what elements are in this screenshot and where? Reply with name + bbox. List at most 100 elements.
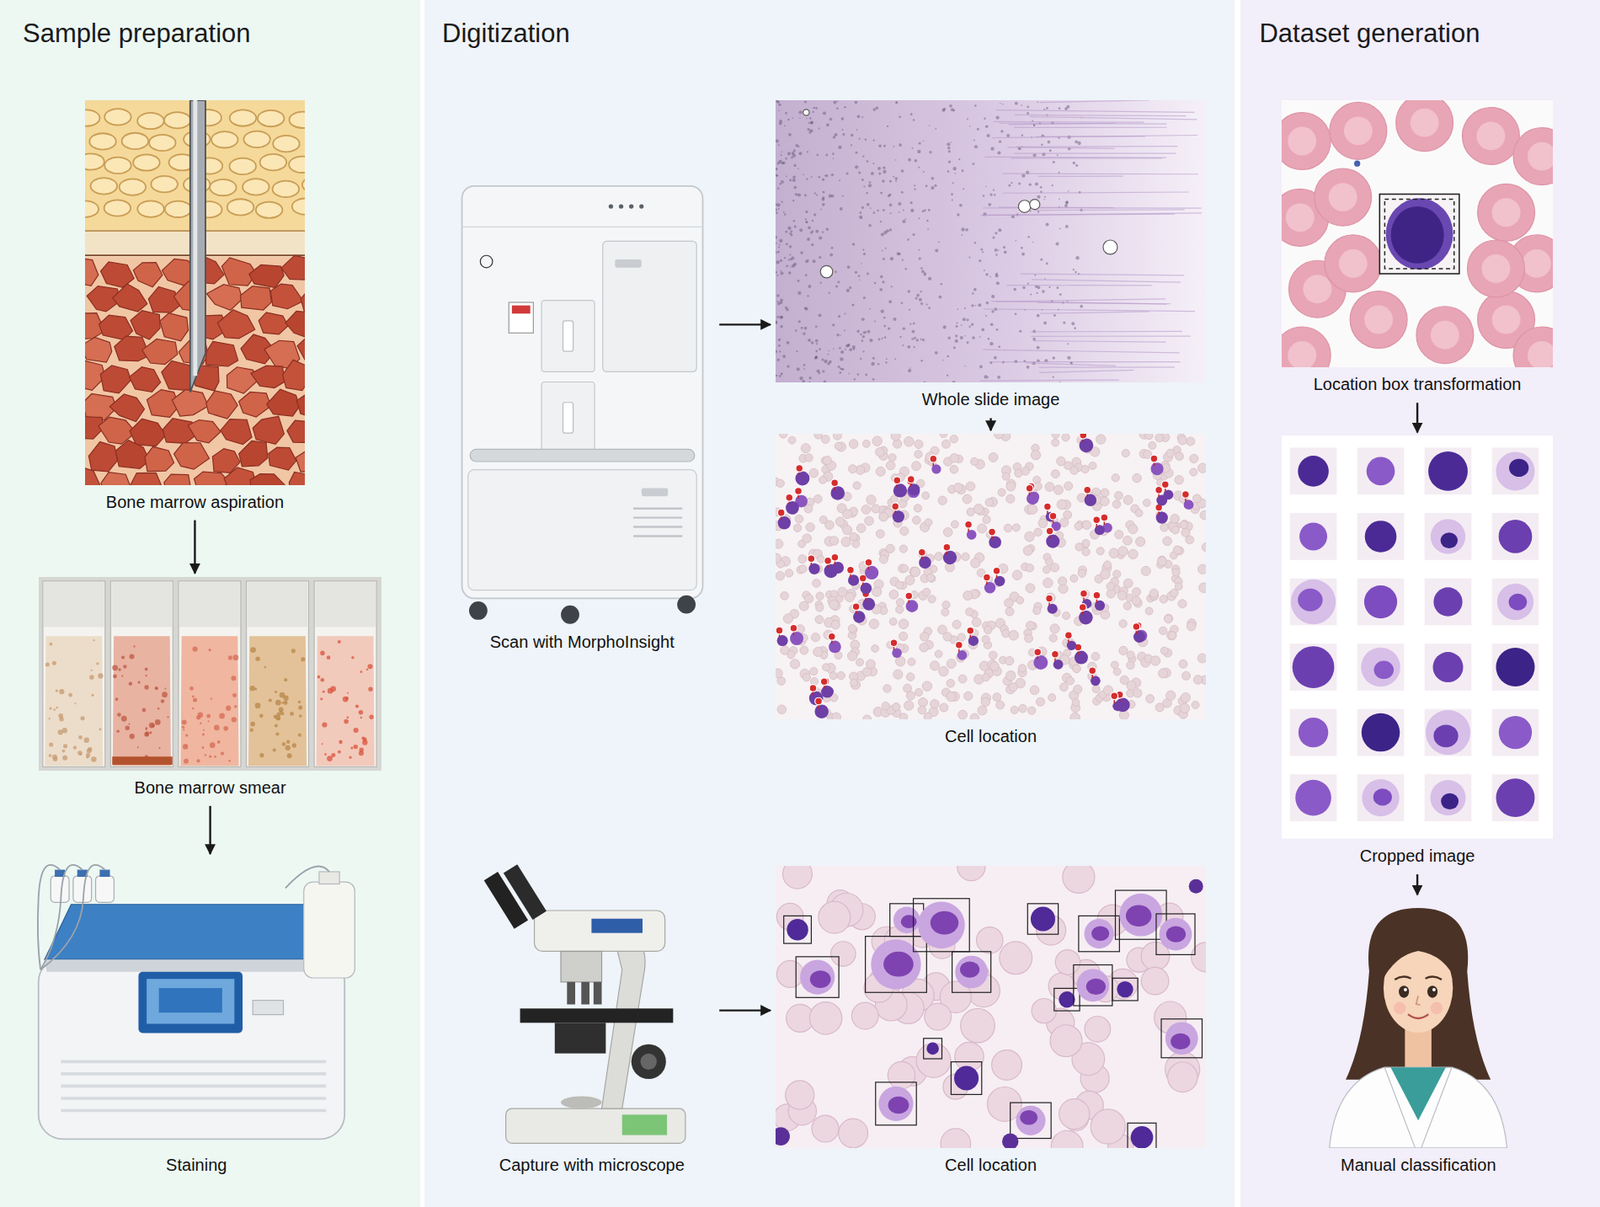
illustration-shape <box>877 362 880 365</box>
illustration-shape <box>272 180 299 197</box>
illustration-shape <box>298 714 303 718</box>
illustration-shape <box>960 234 963 236</box>
illustration-shape <box>805 522 815 532</box>
illustration-shape <box>869 338 873 342</box>
illustration-shape <box>862 439 870 448</box>
illustration-shape <box>197 758 201 763</box>
illustration-shape <box>1075 256 1079 260</box>
illustration-shape <box>1075 164 1078 167</box>
illustration-shape <box>862 350 864 352</box>
illustration-shape <box>883 144 886 148</box>
illustration-shape <box>780 154 783 156</box>
illustration-shape <box>997 375 1001 379</box>
illustration-shape <box>206 283 243 310</box>
illustration-shape <box>189 100 205 393</box>
illustration-shape <box>778 238 783 242</box>
illustration-shape <box>859 333 863 336</box>
illustration-shape <box>159 987 223 1013</box>
illustration-shape <box>1006 494 1015 503</box>
illustration-shape <box>49 641 54 646</box>
illustration-shape <box>1018 181 1021 185</box>
illustration-shape <box>1070 712 1081 720</box>
illustration-shape <box>38 957 346 1140</box>
illustration-shape <box>955 325 959 328</box>
illustration-shape <box>872 211 875 214</box>
illustration-shape <box>809 117 812 120</box>
illustration-shape <box>928 208 931 212</box>
illustration-shape <box>74 702 76 704</box>
illustration-shape <box>301 176 305 192</box>
illustration-shape <box>73 745 77 749</box>
illustration-shape <box>1189 468 1198 476</box>
illustration-shape <box>462 186 704 599</box>
illustration-shape <box>985 301 989 305</box>
illustration-shape <box>204 753 207 756</box>
illustration-shape <box>816 603 824 612</box>
illustration-shape <box>358 750 364 756</box>
illustration-shape <box>898 115 902 118</box>
illustration-shape <box>861 116 864 118</box>
illustration-shape <box>983 309 1195 312</box>
illustration-shape <box>805 220 808 224</box>
illustration-shape <box>856 329 859 332</box>
illustration-shape <box>1058 197 1061 200</box>
illustration-shape <box>148 286 180 313</box>
illustration-shape <box>1166 448 1175 458</box>
illustration-shape <box>229 109 256 126</box>
figure-illustration <box>449 181 715 625</box>
illustration-shape <box>639 203 644 208</box>
illustration-shape <box>96 661 99 665</box>
illustration-shape <box>192 694 195 698</box>
illustration-shape <box>874 281 877 284</box>
illustration-shape <box>1113 570 1121 578</box>
illustration-shape <box>1030 450 1040 460</box>
illustration-shape <box>879 288 883 292</box>
illustration-shape <box>970 457 978 465</box>
illustration-shape <box>778 315 783 320</box>
illustration-shape <box>259 713 264 718</box>
illustration-shape <box>892 317 896 321</box>
illustration-shape <box>946 354 950 358</box>
illustration-shape <box>314 580 377 767</box>
illustration-shape <box>965 228 969 232</box>
illustration-shape <box>298 699 301 703</box>
illustration-shape <box>1119 619 1127 628</box>
illustration-shape <box>802 331 806 335</box>
illustration-shape <box>1123 602 1131 610</box>
illustration-shape <box>851 303 854 306</box>
illustration-shape <box>880 232 885 236</box>
figure-caption: Bone marrow aspiration <box>106 491 284 512</box>
illustration-shape <box>864 373 868 376</box>
illustration-shape <box>1036 345 1040 349</box>
illustration-shape <box>1057 171 1060 174</box>
illustration-shape <box>259 752 264 758</box>
illustration-shape <box>989 276 992 278</box>
illustration-shape <box>777 186 779 189</box>
illustration-shape <box>835 284 838 288</box>
illustration-shape <box>1020 273 1184 276</box>
illustration-shape <box>992 134 1198 138</box>
illustration-shape <box>917 249 920 251</box>
illustration-shape <box>319 871 340 885</box>
illustration-shape <box>1142 499 1151 507</box>
illustration-shape <box>1197 653 1206 663</box>
illustration-shape <box>1023 545 1033 555</box>
illustration-shape <box>1145 433 1153 440</box>
illustration-shape <box>1040 311 1150 314</box>
illustration-shape <box>819 281 822 283</box>
illustration-shape <box>791 263 795 267</box>
illustration-shape <box>1030 330 1182 333</box>
illustration-shape <box>794 487 803 496</box>
illustration-shape <box>977 705 987 715</box>
illustration-shape <box>812 106 816 110</box>
illustration-shape <box>958 674 967 683</box>
illustration-shape <box>1038 518 1048 528</box>
illustration-shape <box>853 481 861 490</box>
illustration-shape <box>218 712 225 719</box>
illustration-shape <box>1029 182 1032 186</box>
illustration-shape <box>917 697 928 707</box>
illustration-shape <box>1033 340 1166 342</box>
illustration-shape <box>1181 528 1190 537</box>
illustration-shape <box>608 203 614 208</box>
illustration-shape <box>953 346 956 349</box>
